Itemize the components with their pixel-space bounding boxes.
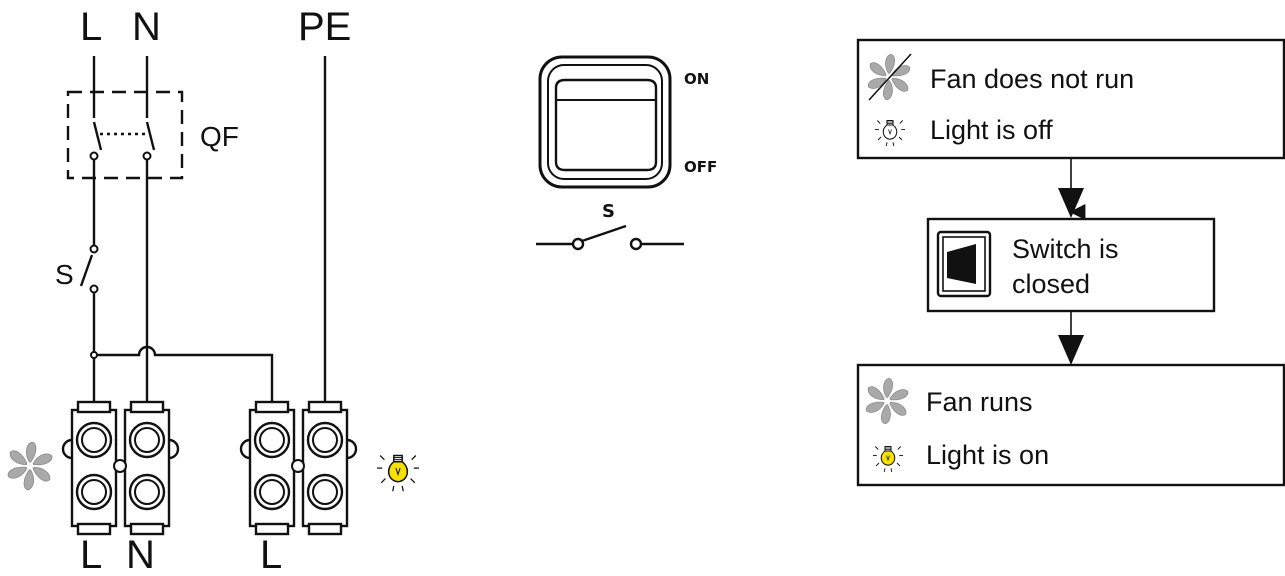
light-bulb-icon [376, 454, 420, 492]
state-after-fan-text: Fan runs [926, 387, 1033, 417]
breaker-enclosure [66, 90, 184, 180]
fan-icon [5, 441, 55, 491]
label-off: OFF [684, 158, 717, 176]
junction-node [90, 351, 98, 359]
terminal-block-fan [61, 400, 180, 536]
label-top-n: N [132, 5, 161, 49]
label-switch-s: S [55, 259, 74, 290]
arrow-head-2 [1058, 335, 1084, 365]
state-before-fan-text: Fan does not run [930, 64, 1134, 94]
state-before-box [856, 38, 1285, 160]
terminal-block-lamp [239, 400, 358, 536]
state-after-light-text: Light is on [926, 440, 1049, 470]
rocker-switch-icon [936, 230, 992, 298]
switch-symbol-open [536, 224, 684, 251]
state-after-box [856, 363, 1285, 487]
label-switch-symbol: S [602, 201, 615, 222]
breaker-qf [89, 100, 156, 161]
label-bottom-n: N [126, 533, 155, 576]
switch-s-symbol [79, 244, 99, 294]
arrow-head-1 [1058, 188, 1084, 218]
label-top-pe: PE [298, 5, 351, 49]
fan-stopped-slash [868, 53, 912, 101]
label-qf: QF [200, 121, 239, 152]
action-line1: Switch is [1012, 234, 1119, 264]
label-bottom-l2: L [260, 533, 282, 576]
action-line2: closed [1012, 269, 1090, 299]
wire-to-lamp [97, 345, 274, 408]
rocker-switch-panel [538, 55, 672, 189]
label-top-l: L [80, 5, 102, 49]
label-on: ON [684, 70, 709, 88]
state-before-light-text: Light is off [930, 115, 1053, 145]
label-bottom-l: L [80, 533, 102, 576]
